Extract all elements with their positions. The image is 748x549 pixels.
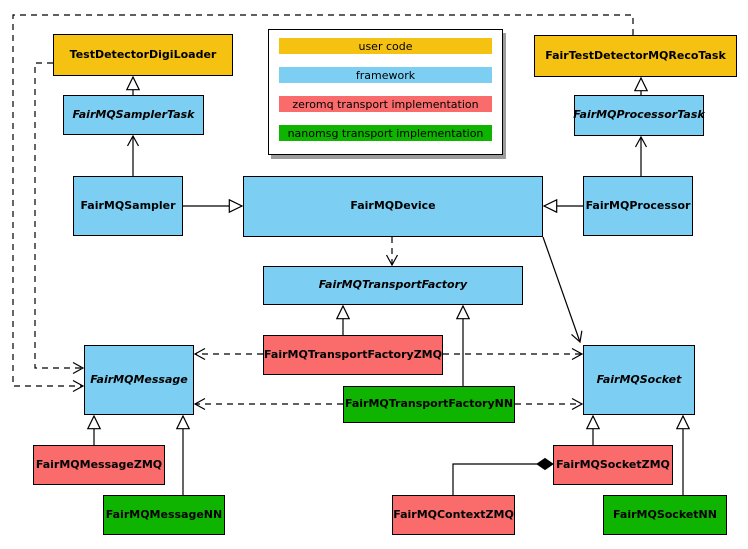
legend-item-framework: framework (279, 67, 492, 83)
edge-device-to-socket (542, 236, 583, 344)
node-label: FairMQProcessor (585, 198, 691, 212)
node-label: FairMQMessage (90, 372, 188, 386)
node-label: FairMQMessageZMQ (35, 457, 163, 471)
node-fairmq-sampler-task: FairMQSamplerTask (63, 95, 204, 135)
node-test-detector-digi-loader: TestDetectorDigiLoader (53, 34, 233, 76)
node-fairmq-sampler: FairMQSampler (73, 176, 183, 236)
node-label: FairMQTransportFactoryNN (344, 397, 514, 411)
node-fairmq-socket-nn: FairMQSocketNN (603, 495, 727, 535)
node-label: FairTestDetectorMQRecoTask (545, 48, 726, 62)
node-label: FairMQMessageNN (105, 507, 223, 521)
node-label: TestDetectorDigiLoader (69, 47, 217, 61)
node-label: FairMQTransportFactoryZMQ (264, 347, 442, 361)
node-fairmq-processor: FairMQProcessor (583, 176, 693, 236)
node-label: FairMQSocketZMQ (556, 457, 670, 471)
node-fairmq-socket: FairMQSocket (583, 345, 695, 415)
node-fairmq-message: FairMQMessage (84, 345, 194, 415)
composition-diamond (536, 457, 554, 471)
node-label: FairMQSocketNN (613, 507, 717, 521)
node-label: FairMQTransportFactory (318, 278, 468, 292)
node-fairmq-message-zmq: FairMQMessageZMQ (33, 445, 165, 485)
legend-item-zeromq: zeromq transport implementation (279, 96, 492, 112)
node-fairmq-socket-zmq: FairMQSocketZMQ (553, 445, 673, 485)
node-fairmq-processor-task: FairMQProcessorTask (573, 95, 705, 136)
node-fairmq-transport-factory-zmq: FairMQTransportFactoryZMQ (263, 335, 443, 375)
node-label: FairMQProcessorTask (573, 108, 705, 122)
node-label: FairMQSocket (596, 372, 682, 386)
edge-context-zmq-to-socket-zmq (452, 463, 538, 495)
node-label: FairMQSamplerTask (72, 107, 195, 121)
node-label: FairMQContextZMQ (393, 507, 514, 521)
node-fairmq-context-zmq: FairMQContextZMQ (392, 495, 515, 535)
node-label: FairMQDevice (350, 199, 436, 213)
node-label: FairMQSampler (80, 198, 176, 212)
node-fairmq-transport-factory-nn: FairMQTransportFactoryNN (343, 386, 515, 423)
node-fairmq-device: FairMQDevice (243, 176, 543, 237)
legend-item-nanomsg: nanomsg transport implementation (279, 125, 492, 141)
node-fairmq-transport-factory: FairMQTransportFactory (263, 266, 523, 305)
legend-item-user-code: user code (279, 38, 492, 54)
node-fairmq-message-nn: FairMQMessageNN (103, 495, 225, 535)
node-fair-test-detector-mq-reco-task: FairTestDetectorMQRecoTask (534, 35, 737, 77)
legend: user code framework zeromq transport imp… (268, 29, 503, 155)
